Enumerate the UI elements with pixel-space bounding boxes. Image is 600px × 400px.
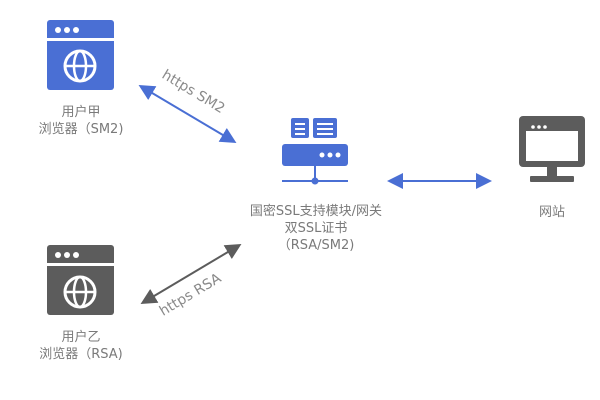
gateway-algos: （RSA/SM2) xyxy=(277,238,355,253)
gateway-label: 国密SSL支持模块/网关 双SSL证书 （RSA/SM2) xyxy=(216,203,416,254)
gateway-server-icon xyxy=(282,118,348,185)
user-b-label: 用户乙 浏览器（RSA) xyxy=(16,329,146,363)
browser-a-icon xyxy=(47,20,114,90)
website-monitor-icon xyxy=(519,116,585,182)
edge-a-gateway xyxy=(138,84,237,144)
browser-b-icon xyxy=(47,245,114,315)
gateway-certs: 双SSL证书 xyxy=(284,221,348,236)
user-b-name: 用户乙 xyxy=(61,330,101,345)
user-a-name: 用户甲 xyxy=(61,105,101,120)
edge-b-gateway xyxy=(140,243,242,305)
user-a-browser: 浏览器（SM2) xyxy=(38,122,124,137)
user-b-browser: 浏览器（RSA) xyxy=(39,347,123,362)
website-label: 网站 xyxy=(538,205,565,220)
user-a-label: 用户甲 浏览器（SM2) xyxy=(20,104,142,138)
gateway-title: 国密SSL支持模块/网关 xyxy=(249,204,383,219)
